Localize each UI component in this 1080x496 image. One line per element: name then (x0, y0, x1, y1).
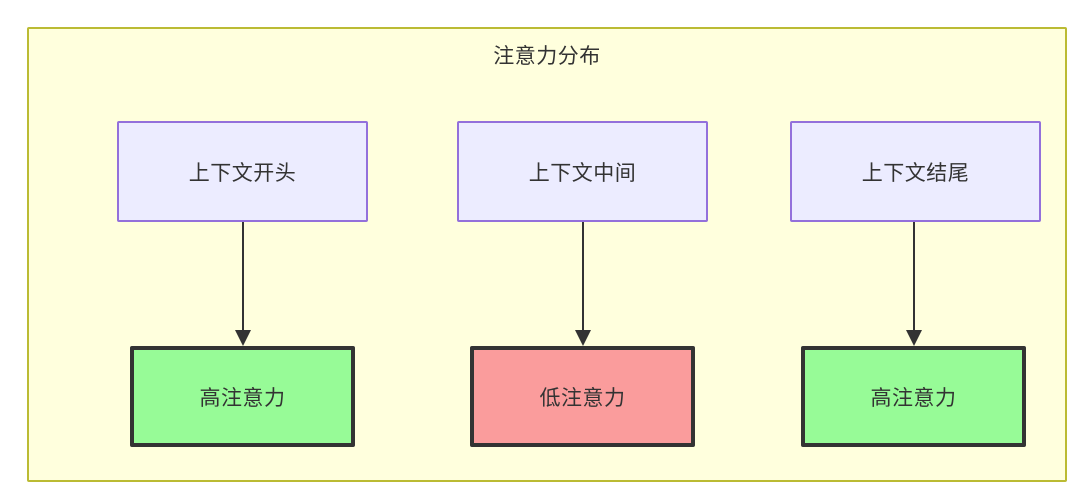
node-attention-start-label: 高注意力 (199, 386, 286, 410)
arrowhead-icon (575, 330, 591, 346)
arrowhead-icon (235, 330, 251, 346)
subgraph-title: 注意力分布 (493, 45, 601, 68)
node-attention-end-label: 高注意力 (870, 386, 957, 410)
edge-context-start-to-attention (233, 222, 253, 348)
node-context-end[interactable]: 上下文结尾 (790, 121, 1041, 222)
node-context-start-label: 上下文开头 (188, 161, 297, 185)
node-context-middle-label: 上下文中间 (528, 161, 637, 185)
node-context-start[interactable]: 上下文开头 (117, 121, 368, 222)
node-attention-start[interactable]: 高注意力 (130, 346, 355, 447)
node-attention-middle-label: 低注意力 (539, 386, 626, 410)
edge-context-end-to-attention (904, 222, 924, 348)
node-context-middle[interactable]: 上下文中间 (457, 121, 708, 222)
node-attention-end[interactable]: 高注意力 (801, 346, 1026, 447)
edge-context-middle-to-attention (573, 222, 593, 348)
node-attention-middle[interactable]: 低注意力 (470, 346, 695, 447)
arrowhead-icon (906, 330, 922, 346)
node-context-end-label: 上下文结尾 (861, 161, 970, 185)
attention-distribution-subgraph: 注意力分布 上下文开头 上下文中间 上下文结尾 (27, 27, 1067, 482)
